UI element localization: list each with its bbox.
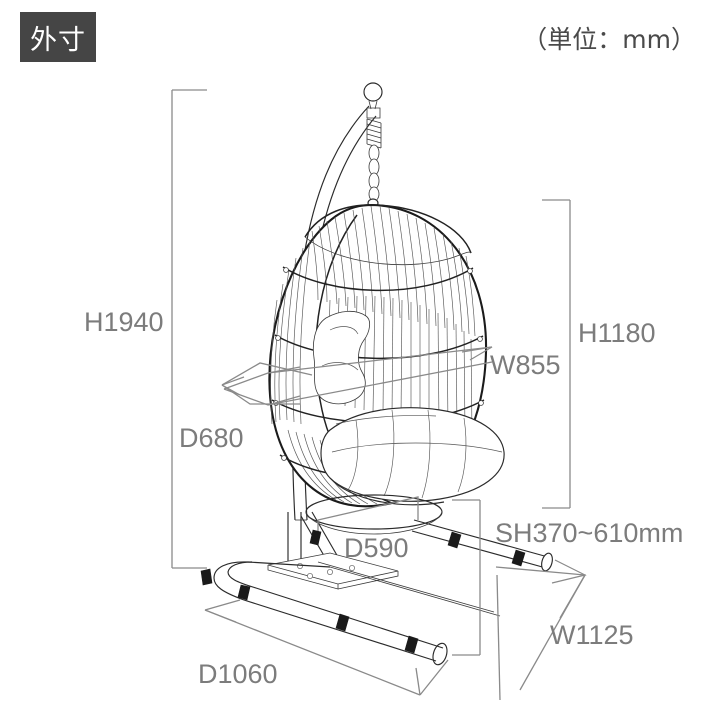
u-shaped-base: [200, 561, 501, 666]
dim-line-chair-depth: [221, 362, 313, 405]
dimension-label-chair-height: H1180: [578, 318, 656, 348]
seat-cushion: [320, 407, 505, 506]
dimension-label-base-width: W1125: [550, 620, 634, 650]
weave-fan: [311, 205, 476, 337]
adjustable-rod: [411, 519, 553, 572]
dim-line-seat-height: [452, 499, 481, 656]
dim-line-base-depth: [204, 599, 449, 696]
dim-line-total-height: [171, 89, 207, 569]
hanging-hardware: [363, 82, 383, 208]
base-clamps: [200, 568, 419, 654]
chain-icon: [368, 144, 380, 202]
dim-line-seat-depth: [309, 496, 419, 546]
dimension-label-base-depth: D1060: [198, 659, 278, 689]
dimension-label-chair-width: W855: [490, 350, 561, 380]
spring-icon: [366, 118, 382, 149]
dimension-label-total-height: H1940: [84, 307, 164, 337]
unit-note: （単位：mm）: [522, 25, 696, 54]
dim-line-base-width: [495, 559, 587, 701]
dimension-label-seat-height: SH370~610mm: [495, 518, 684, 548]
dim-line-chair-height: [542, 199, 571, 509]
stand-foot-plate: [267, 552, 399, 590]
section-badge: 外寸: [20, 12, 96, 62]
dimension-label-chair-depth: D680: [179, 423, 244, 453]
chair-bottom-rim: [305, 494, 443, 535]
dimension-label-seat-depth: D590: [344, 533, 409, 563]
